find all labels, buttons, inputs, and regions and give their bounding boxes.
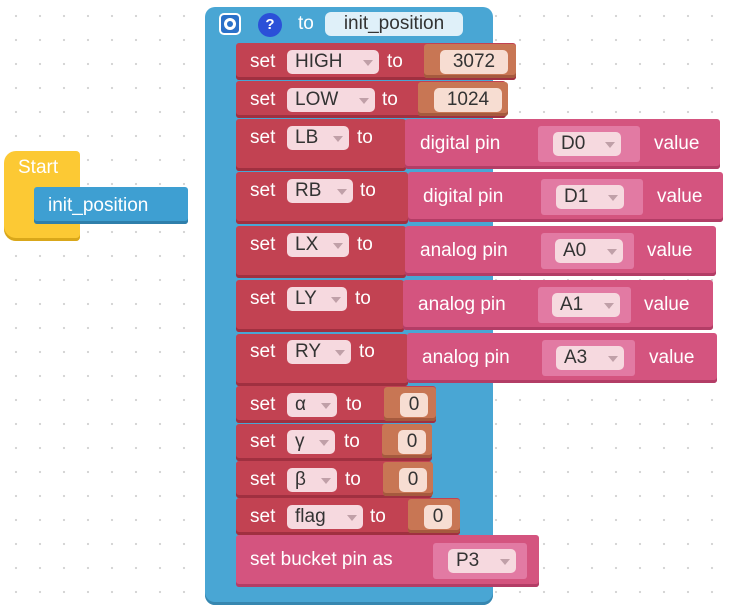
to-label: to — [359, 341, 375, 362]
set-label: set — [250, 506, 276, 527]
pin-dropdown-a3[interactable]: A3 — [556, 346, 624, 370]
variable-dropdown-high[interactable]: HIGH — [287, 50, 379, 74]
chevron-down-icon — [605, 142, 615, 148]
chevron-down-icon — [337, 189, 347, 195]
chevron-down-icon — [347, 515, 357, 521]
gear-icon[interactable] — [219, 13, 241, 35]
call-init-position-label: init_position — [48, 195, 149, 216]
to-label: to — [382, 89, 398, 110]
set-label: set — [250, 89, 276, 110]
pin-dropdown-p3[interactable]: P3 — [448, 549, 516, 573]
chevron-down-icon — [608, 195, 618, 201]
set-label: set — [250, 469, 276, 490]
pin-dropdown-d0[interactable]: D0 — [553, 132, 621, 156]
procedure-name-field[interactable]: init_position — [325, 12, 463, 36]
chevron-down-icon — [363, 60, 373, 66]
chevron-down-icon — [608, 356, 618, 362]
to-label: to — [370, 506, 386, 527]
set-label: set — [250, 51, 276, 72]
analog-pin-label: analog pin — [422, 347, 510, 368]
value-label: value — [649, 347, 695, 368]
variable-dropdown-flag[interactable]: flag — [287, 505, 363, 529]
pin-dropdown-d1[interactable]: D1 — [556, 185, 624, 209]
chevron-down-icon — [321, 478, 331, 484]
to-label: to — [357, 127, 373, 148]
variable-dropdown-alpha[interactable]: α — [287, 393, 337, 417]
pin-dropdown-a0[interactable]: A0 — [555, 239, 623, 263]
set-label: set — [250, 288, 276, 309]
variable-dropdown-ry[interactable]: RY — [287, 340, 351, 364]
value-label: value — [657, 186, 703, 207]
help-icon[interactable]: ? — [258, 13, 282, 37]
call-init-position-block[interactable] — [34, 187, 188, 224]
to-label: to — [345, 469, 361, 490]
to-label: to — [346, 394, 362, 415]
to-label: to — [360, 180, 376, 201]
chevron-down-icon — [335, 350, 345, 356]
start-label: Start — [18, 157, 59, 178]
to-label: to — [387, 51, 403, 72]
number-field-high[interactable]: 3072 — [440, 50, 508, 74]
variable-dropdown-low[interactable]: LOW — [287, 88, 375, 112]
chevron-down-icon — [321, 403, 331, 409]
set-label: set — [250, 341, 276, 362]
chevron-down-icon — [319, 440, 329, 446]
value-label: value — [654, 133, 700, 154]
digital-pin-label: digital pin — [420, 133, 501, 154]
chevron-down-icon — [333, 243, 343, 249]
variable-dropdown-gamma[interactable]: γ — [287, 430, 335, 454]
chevron-down-icon — [331, 297, 341, 303]
analog-pin-label: analog pin — [418, 294, 506, 315]
chevron-down-icon — [333, 136, 343, 142]
variable-dropdown-lb[interactable]: LB — [287, 126, 349, 150]
chevron-down-icon — [500, 559, 510, 565]
set-label: set — [250, 431, 276, 452]
chevron-down-icon — [359, 98, 369, 104]
analog-pin-label: analog pin — [420, 240, 508, 261]
variable-dropdown-beta[interactable]: β — [287, 468, 337, 492]
variable-dropdown-ly[interactable]: LY — [287, 287, 347, 311]
procedure-to-label: to — [298, 13, 314, 34]
number-field-beta[interactable]: 0 — [399, 468, 427, 492]
set-label: set — [250, 394, 276, 415]
to-label: to — [355, 288, 371, 309]
number-field-alpha[interactable]: 0 — [400, 393, 428, 417]
pin-dropdown-a1[interactable]: A1 — [552, 293, 620, 317]
chevron-down-icon — [604, 303, 614, 309]
set-bucket-pin-label: set bucket pin as — [250, 549, 393, 570]
number-field-gamma[interactable]: 0 — [398, 430, 426, 454]
set-label: set — [250, 234, 276, 255]
to-label: to — [344, 431, 360, 452]
chevron-down-icon — [607, 249, 617, 255]
to-label: to — [357, 234, 373, 255]
digital-pin-label: digital pin — [423, 186, 504, 207]
variable-dropdown-rb[interactable]: RB — [287, 179, 353, 203]
variable-dropdown-lx[interactable]: LX — [287, 233, 349, 257]
number-field-low[interactable]: 1024 — [434, 88, 502, 112]
number-field-flag[interactable]: 0 — [424, 505, 452, 529]
set-label: set — [250, 180, 276, 201]
value-label: value — [644, 294, 690, 315]
value-label: value — [647, 240, 693, 261]
set-label: set — [250, 127, 276, 148]
